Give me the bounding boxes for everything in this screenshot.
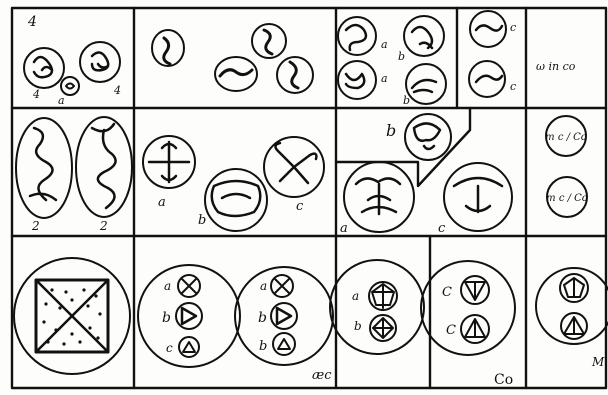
chromosome-shape (149, 142, 189, 182)
panel-label: 4 (32, 88, 40, 101)
panel-numeral: 4 (27, 14, 37, 30)
chromosome-shape (92, 52, 108, 70)
chromosome-shape (30, 128, 56, 200)
panel-label: b (259, 339, 267, 354)
panel-label: a (340, 221, 348, 236)
cell-circle (205, 169, 267, 231)
cell-circle (176, 303, 202, 329)
panel-label: b (386, 121, 396, 140)
panel-9: a b c a b b æc (138, 265, 333, 383)
cell-circle (404, 16, 444, 56)
panel-11: C C Co (421, 261, 515, 388)
panel-6: b a c (340, 114, 512, 236)
panel-label: b (162, 310, 171, 326)
panel-2 (152, 24, 313, 93)
panel-5: a b c (143, 136, 324, 231)
panel-10: a b (330, 260, 424, 354)
cell-label: m c / Co (546, 193, 588, 204)
panel-label: b (398, 50, 405, 63)
chromosome-shape (414, 123, 440, 149)
panel-label: 2 (31, 219, 40, 233)
panel-label: a (381, 72, 388, 85)
chromosome-shape (92, 124, 116, 208)
cell-label: m c / Co (545, 132, 587, 143)
panel-caption: æc (312, 368, 332, 383)
panel-4: 2 2 (16, 117, 132, 233)
chromosome-shape (346, 25, 366, 50)
cell-circle (235, 267, 333, 365)
panel-8 (14, 258, 130, 374)
panel-label: b (354, 319, 362, 333)
chromosome-shape (275, 143, 316, 183)
chromosome-shape (412, 80, 436, 92)
panel-label: a (260, 279, 267, 293)
panel-label: c (510, 80, 516, 93)
panel-label: a (164, 279, 171, 293)
cell-circle (405, 114, 451, 160)
panel-label: 4 (113, 84, 121, 97)
panel-label: a (381, 38, 388, 51)
chromosome-shape (454, 178, 502, 212)
panel-label: b (258, 310, 267, 326)
cell-circle (179, 337, 199, 357)
panel-label: b (198, 213, 206, 228)
cell-circle (271, 303, 297, 329)
chromosome-shape (476, 25, 502, 30)
cell-circle (273, 333, 295, 355)
panel-caption: Co (494, 372, 513, 388)
chromosome-shape (34, 57, 52, 77)
chromosome-shape (264, 30, 272, 54)
chromosome-shape (66, 84, 74, 89)
cell-circle (80, 42, 120, 82)
chromosome-shape (290, 62, 298, 88)
panel-label: a (352, 289, 359, 303)
panel-7: m c / Co m c / Co (545, 116, 588, 217)
panel-note: ω in co (536, 60, 576, 73)
chromosome-shape (220, 70, 252, 76)
cell-circle (338, 17, 376, 55)
chromosome-shape (346, 74, 364, 88)
panel-label: b (403, 94, 410, 107)
cell-circle (61, 77, 79, 95)
panel-caption: M (591, 355, 605, 369)
panel-label: 2 (99, 219, 108, 233)
panel-label: c (438, 221, 446, 236)
panel-label: C (442, 285, 452, 300)
panel-label: c (166, 341, 173, 355)
panel-label: c (510, 21, 516, 34)
chromosome-shape (164, 38, 170, 64)
panel-label: C (446, 323, 456, 338)
chromosome-shape (356, 178, 400, 214)
panel-1: 4 4 4 a (24, 14, 121, 107)
panel-label: c (296, 199, 304, 214)
chromosome-shape (412, 27, 432, 48)
chromosome-shape (476, 76, 502, 82)
panel-label: a (58, 94, 65, 107)
cell-ellipse (16, 118, 72, 218)
panel-label: a (158, 195, 166, 210)
chromosome-shape (212, 181, 261, 216)
panel-12: M (536, 268, 608, 369)
cell-circle (406, 64, 446, 104)
